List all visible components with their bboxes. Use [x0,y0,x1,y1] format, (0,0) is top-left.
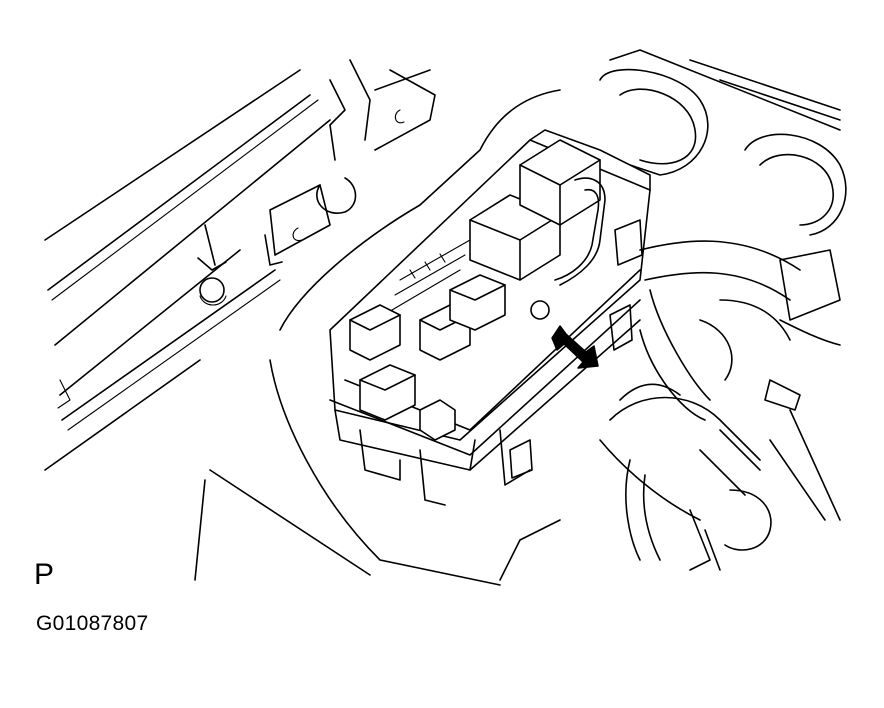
wire-harness [554,177,801,571]
ground-bolt [530,300,550,320]
view-letter: P [34,558,55,591]
hinge-bracket [264,59,436,266]
relay-box [329,129,651,506]
figure-id: G01087807 [36,612,149,635]
hose [599,383,761,561]
engine-block [599,49,847,521]
relay-large-2 [519,139,601,226]
arrow-pointer-icon [551,325,599,369]
fender-apron [269,89,561,586]
bolt [197,224,227,306]
fender-panel [44,69,371,581]
